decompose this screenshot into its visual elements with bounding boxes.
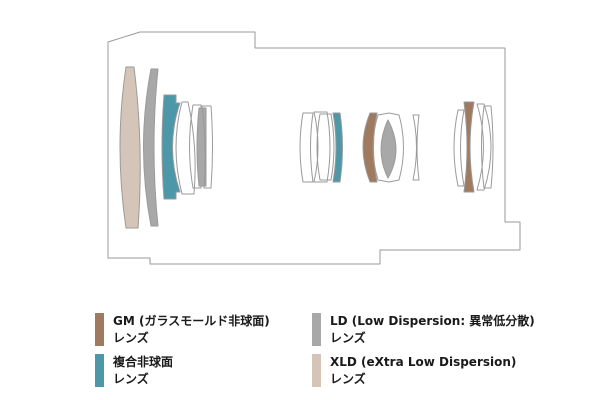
legend-item-ld: LD (Low Dispersion: 異常低分散) レンズ: [312, 313, 535, 347]
legend-sublabel-composite: レンズ: [113, 372, 149, 386]
lens-element-19: [481, 105, 494, 189]
legend-label-composite: 複合非球面: [113, 355, 174, 369]
lens-element-15: [412, 114, 420, 181]
legend-item-gm: GM (ガラスモールド非球面) レンズ: [95, 313, 270, 347]
legend-item-composite: 複合非球面 レンズ: [95, 354, 173, 388]
lens-barrel-outline: [107, 31, 521, 265]
legend-swatch-xld: [312, 354, 321, 387]
legend-label-xld: XLD (eXtra Low Dispersion): [330, 355, 517, 369]
lens-element-9: [313, 111, 331, 183]
lens-element-10: [316, 113, 335, 181]
lens-element-4: [175, 101, 196, 195]
lens-element-18: [476, 103, 492, 191]
lens-element-5: [189, 104, 202, 189]
legend-swatch-gm: [95, 313, 104, 346]
lens-element-7: [201, 105, 213, 189]
legend-sublabel-ld: レンズ: [330, 331, 366, 345]
legend-label-ld: LD (Low Dispersion: 異常低分散): [330, 314, 535, 328]
legend-label-gm: GM (ガラスモールド非球面): [113, 314, 270, 328]
lens-element-12-gm: [362, 112, 378, 183]
legend-item-xld: XLD (eXtra Low Dispersion) レンズ: [312, 354, 516, 388]
legend-sublabel-gm: レンズ: [113, 331, 149, 345]
legend-sublabel-xld: レンズ: [330, 372, 366, 386]
lens-element-14-ld: [380, 119, 397, 179]
lens-element-11-composite: [332, 112, 343, 183]
lens-construction-diagram: [107, 31, 521, 265]
legend-swatch-composite: [95, 354, 104, 387]
lens-element-16: [453, 109, 465, 187]
lens-element-3-composite: [161, 94, 181, 200]
legend-swatch-ld: [312, 313, 321, 346]
lens-element-17-gm: [463, 101, 475, 193]
lens-element-13: [372, 112, 404, 183]
lens-element-1-xld: [119, 66, 141, 229]
lens-element-2-ld: [143, 68, 159, 227]
lens-element-8: [299, 112, 314, 183]
